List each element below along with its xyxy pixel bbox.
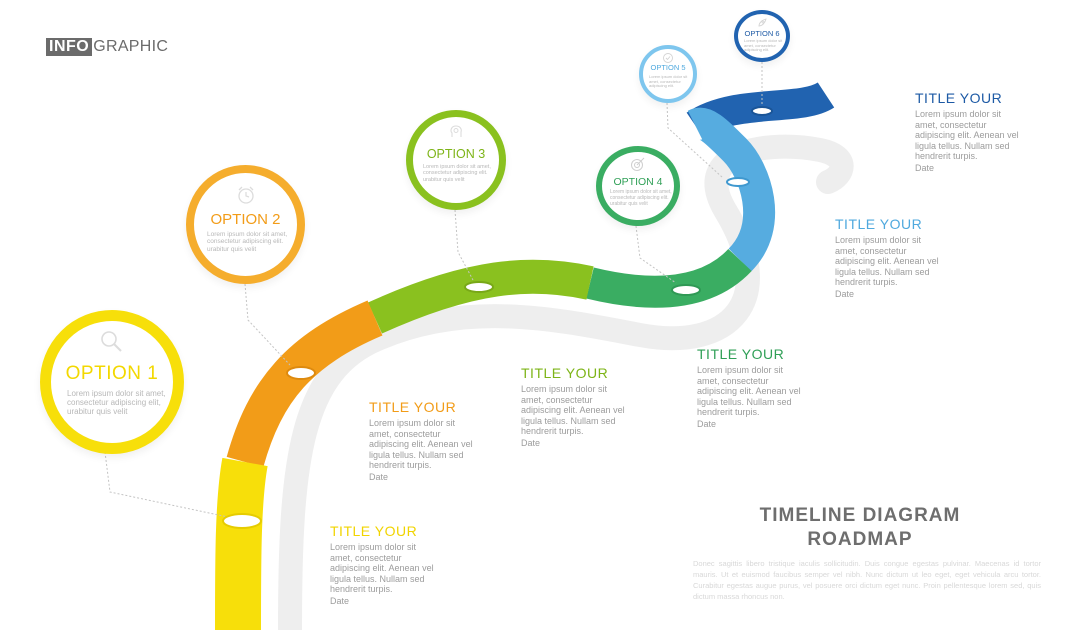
option-label: OPTION 4 xyxy=(613,176,663,188)
road-segment-dark-green xyxy=(586,248,752,308)
connector-lines xyxy=(104,62,763,518)
head-gear-icon xyxy=(448,123,464,144)
text-block-5: TITLE YOUR Lorem ipsum dolor sit amet, c… xyxy=(835,216,943,300)
diagram-title-line1: TIMELINE DIAGRAM xyxy=(759,505,961,526)
infographic-logo: INFO GRAPHIC xyxy=(46,37,168,57)
text-block-title: TITLE YOUR xyxy=(521,365,609,381)
text-block-date: Date xyxy=(330,595,350,606)
text-block-date: Date xyxy=(521,437,541,448)
logo-rest-text: GRAPHIC xyxy=(93,38,169,55)
text-block-body: Lorem ipsum dolor sit amet, consectetur … xyxy=(697,365,801,418)
text-block-4: TITLE YOUR Lorem ipsum dolor sit amet, c… xyxy=(697,346,805,430)
option-description: Lorem ipsum dolor sit amet, consectetur … xyxy=(744,38,783,53)
option-circle-4: OPTION 4 Lorem ipsum dolor sit amet, con… xyxy=(596,146,680,226)
text-block-date: Date xyxy=(835,288,855,299)
connector-1 xyxy=(104,451,229,518)
text-block-body: Lorem ipsum dolor sit amet, consectetur … xyxy=(521,384,625,437)
text-block-title: TITLE YOUR xyxy=(330,523,418,539)
option-description: Lorem ipsum dolor sit amet, consectetur … xyxy=(207,231,288,253)
checkmark-badge-icon xyxy=(662,51,674,69)
connector-5 xyxy=(666,102,723,178)
text-block-title: TITLE YOUR xyxy=(697,346,785,362)
diagram-subtitle: Donec sagittis libero tristique iaculis … xyxy=(693,559,1041,601)
option-description: Lorem ipsum dolor sit amet, consectetur … xyxy=(67,389,166,417)
option-description: Lorem ipsum dolor sit amet, consectetur … xyxy=(423,164,491,183)
text-block-title: TITLE YOUR xyxy=(835,216,923,232)
option-label: OPTION 5 xyxy=(650,63,686,72)
text-block-2: TITLE YOUR Lorem ipsum dolor sit amet, c… xyxy=(369,399,477,483)
milestone-marker-4 xyxy=(671,284,701,296)
logo-box-text: INFO xyxy=(46,38,93,56)
milestone-marker-5 xyxy=(726,177,750,187)
text-block-6: TITLE YOUR Lorem ipsum dolor sit amet, c… xyxy=(915,90,1023,174)
text-block-date: Date xyxy=(697,418,717,429)
option-circle-3: OPTION 3 Lorem ipsum dolor sit amet, con… xyxy=(406,110,506,210)
option-label: OPTION 1 xyxy=(65,363,159,384)
text-block-body: Lorem ipsum dolor sit amet, consectetur … xyxy=(330,542,434,595)
road-shadow xyxy=(278,134,854,630)
option-description: Lorem ipsum dolor sit amet, consectetur … xyxy=(649,74,688,89)
milestone-marker-6 xyxy=(751,106,773,116)
text-block-title: TITLE YOUR xyxy=(915,90,1003,106)
option-circle-2: OPTION 2 Lorem ipsum dolor sit amet, con… xyxy=(186,165,305,284)
road-segment-yellow xyxy=(215,457,268,630)
milestone-marker-3 xyxy=(464,281,494,293)
option-label: OPTION 2 xyxy=(210,211,281,228)
milestone-marker-1 xyxy=(222,513,262,529)
diagram-title-line2: ROADMAP xyxy=(807,529,913,550)
text-block-date: Date xyxy=(915,162,935,173)
target-icon xyxy=(630,156,646,177)
option-circle-5: OPTION 5 Lorem ipsum dolor sit amet, con… xyxy=(639,45,697,103)
connector-4 xyxy=(635,225,677,284)
text-block-date: Date xyxy=(369,471,389,482)
text-block-body: Lorem ipsum dolor sit amet, consectetur … xyxy=(369,418,473,471)
milestone-marker-2 xyxy=(286,366,316,380)
road-segment-blue-light xyxy=(687,107,776,272)
connector-2 xyxy=(244,283,291,366)
option-label: OPTION 3 xyxy=(426,147,486,161)
rocket-icon xyxy=(756,16,768,34)
text-block-body: Lorem ipsum dolor sit amet, consectetur … xyxy=(915,109,1019,162)
diagram-title: TIMELINE DIAGRAM ROADMAP xyxy=(720,504,1000,552)
text-block-1: TITLE YOUR Lorem ipsum dolor sit amet, c… xyxy=(330,523,438,607)
option-label: OPTION 6 xyxy=(744,29,780,38)
text-block-3: TITLE YOUR Lorem ipsum dolor sit amet, c… xyxy=(521,365,629,449)
alarm-clock-icon xyxy=(236,185,256,210)
search-icon xyxy=(99,329,125,360)
option-circle-6: OPTION 6 Lorem ipsum dolor sit amet, con… xyxy=(734,10,790,62)
option-circle-1: OPTION 1 Lorem ipsum dolor sit amet, con… xyxy=(40,310,184,454)
option-description: Lorem ipsum dolor sit amet, consectetur … xyxy=(610,189,672,207)
text-block-title: TITLE YOUR xyxy=(369,399,457,415)
text-block-body: Lorem ipsum dolor sit amet, consectetur … xyxy=(835,235,939,288)
milestone-markers xyxy=(222,106,773,529)
road-segment-green xyxy=(367,259,594,334)
